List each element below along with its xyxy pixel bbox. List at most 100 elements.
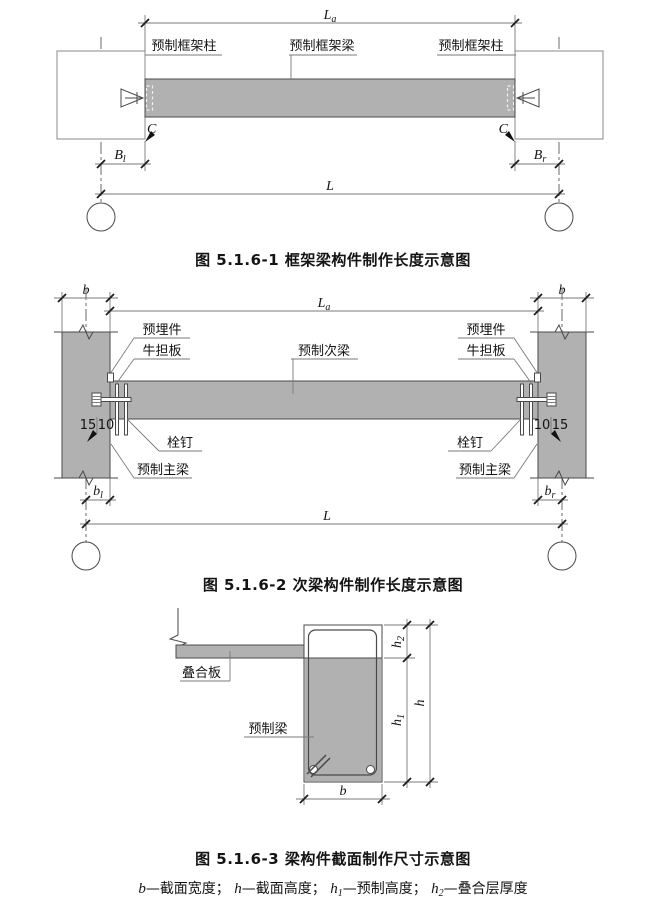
gap-numbers-left: 15 10 — [80, 417, 115, 442]
svg-text:预制框架梁: 预制框架梁 — [289, 39, 354, 54]
grid-bubble-left — [86, 202, 116, 232]
break-lines — [54, 323, 594, 487]
dim-l-label: L — [322, 509, 331, 524]
embed-plate-right-dashed — [506, 85, 515, 111]
dim-la-label: La — [323, 8, 337, 25]
svg-text:预制主梁: 预制主梁 — [137, 463, 189, 478]
svg-text:预制框架柱: 预制框架柱 — [151, 39, 216, 54]
dim-bl: bl — [80, 478, 116, 506]
dim-la: La — [138, 8, 522, 51]
svg-text:15: 15 — [552, 418, 569, 433]
dim-b: b — [296, 784, 390, 804]
dim-l: L — [95, 179, 565, 199]
main-beam-left-body — [61, 331, 111, 479]
grid-bubble-right — [544, 202, 574, 232]
corbel-plate-left-a — [115, 383, 119, 436]
dim-h1-label: h1 — [390, 714, 407, 726]
dim-h-label: h — [413, 700, 428, 707]
grid-bubble-right — [547, 541, 577, 571]
embed-plate-left-dashed — [145, 85, 154, 111]
svg-text:栓钉: 栓钉 — [457, 436, 483, 451]
bottom-rebar — [306, 754, 375, 778]
label-precast-beam: 预制梁 — [244, 722, 314, 738]
symbol-legend: b—截面宽度； h—截面高度； h1—预制高度； h2—叠合层厚度 — [0, 878, 666, 899]
dim-h2-h1: h2 h1 — [390, 619, 412, 788]
main-beam-right-body — [537, 331, 587, 479]
slab-break — [168, 608, 188, 648]
svg-text:叠合板: 叠合板 — [182, 666, 221, 681]
dim-b-top-right-label: b — [559, 283, 566, 298]
connection-right — [516, 372, 557, 436]
svg-text:C: C — [499, 122, 509, 137]
dim-br: br — [532, 478, 568, 506]
precast-frame-beam-body — [144, 78, 516, 118]
dim-br-label: Br — [534, 148, 547, 165]
dim-h2-label: h2 — [390, 636, 407, 648]
label-stud-left: 栓钉 — [126, 418, 202, 452]
label-corbel-left: 牛担板 — [115, 344, 190, 385]
legend-item: b—截面宽度； — [138, 881, 230, 897]
dim-b-top-left-label: b — [83, 283, 90, 298]
weld-symbol-right — [515, 88, 540, 108]
corbel-plate-right-b — [520, 383, 524, 436]
embed-part-right — [534, 372, 541, 383]
connection-left — [91, 372, 132, 436]
dim-l: L — [80, 509, 568, 529]
label-frame-beam: 预制框架梁 — [289, 39, 357, 79]
gap-numbers-right: 10 15 — [534, 417, 569, 442]
svg-text:10: 10 — [534, 418, 551, 433]
dim-bl-label: Bl — [114, 148, 126, 165]
svg-text:预制次梁: 预制次梁 — [298, 343, 350, 359]
embed-part-left — [107, 372, 114, 383]
corbel-plate-right-a — [529, 383, 533, 436]
label-slab: 叠合板 — [180, 651, 231, 682]
svg-text:预制主梁: 预制主梁 — [459, 463, 511, 478]
label-main-beam-right: 预制主梁 — [456, 443, 538, 479]
figure-2-caption: 图 5.1.6-2 次梁构件制作长度示意图 — [202, 576, 464, 594]
label-column-left: 预制框架柱 — [145, 39, 222, 56]
label-column-right: 预制框架柱 — [437, 39, 516, 56]
stirrup-loop — [307, 629, 378, 776]
precast-zone-fill — [304, 658, 382, 782]
label-embed-left: 预埋件 — [109, 323, 190, 375]
figure-1-frame-beam-drawing: La 预制框架柱 预制框架梁 预制框架柱 C C Bl — [56, 8, 604, 232]
dim-b-top-left: b — [54, 283, 118, 332]
grid-bubble-left — [71, 541, 101, 571]
legend-item: h—截面高度； — [234, 881, 326, 897]
dim-b-top-right: b — [530, 283, 594, 332]
svg-text:栓钉: 栓钉 — [167, 436, 193, 451]
figure-1-caption: 图 5.1.6-1 框架梁构件制作长度示意图 — [195, 251, 471, 269]
legend-item: h1—预制高度； — [330, 881, 427, 899]
figure-3-caption: 图 5.1.6-3 梁构件截面制作尺寸示意图 — [195, 850, 471, 868]
dim-bl-label: bl — [93, 484, 103, 501]
label-corbel-right: 牛担板 — [458, 344, 533, 385]
label-secondary-beam: 预制次梁 — [291, 343, 358, 394]
svg-text:预埋件: 预埋件 — [466, 323, 505, 338]
dim-br-label: br — [545, 484, 556, 501]
svg-text:预制梁: 预制梁 — [248, 722, 287, 737]
corner-mark-left: C — [145, 122, 157, 142]
corbel-plate-left-b — [124, 383, 128, 436]
svg-text:15: 15 — [80, 418, 97, 433]
composite-slab-body — [175, 644, 305, 659]
svg-text:C: C — [147, 122, 157, 137]
dim-br: Br — [509, 141, 565, 171]
legend-item: h2—叠合层厚度 — [431, 881, 528, 899]
dim-l-label: L — [325, 179, 334, 194]
svg-text:10: 10 — [98, 418, 115, 433]
svg-text:预埋件: 预埋件 — [142, 323, 181, 338]
precast-secondary-beam-body — [109, 380, 539, 420]
dim-h: h — [413, 619, 435, 788]
dim-b-label: b — [340, 784, 347, 799]
label-embed-right: 预埋件 — [458, 323, 539, 375]
figure-2-secondary-beam-drawing: b b La 预埋件 牛担板 预埋件 牛担板 — [54, 283, 594, 571]
weld-symbol-left — [120, 88, 145, 108]
dim-bl: Bl — [95, 141, 151, 171]
corner-mark-right: C — [499, 122, 515, 142]
svg-text:牛担板: 牛担板 — [466, 344, 505, 359]
svg-text:牛担板: 牛担板 — [142, 344, 181, 359]
dim-la-label: La — [317, 296, 331, 313]
svg-text:预制框架柱: 预制框架柱 — [438, 39, 503, 54]
label-main-beam-left: 预制主梁 — [110, 443, 192, 479]
